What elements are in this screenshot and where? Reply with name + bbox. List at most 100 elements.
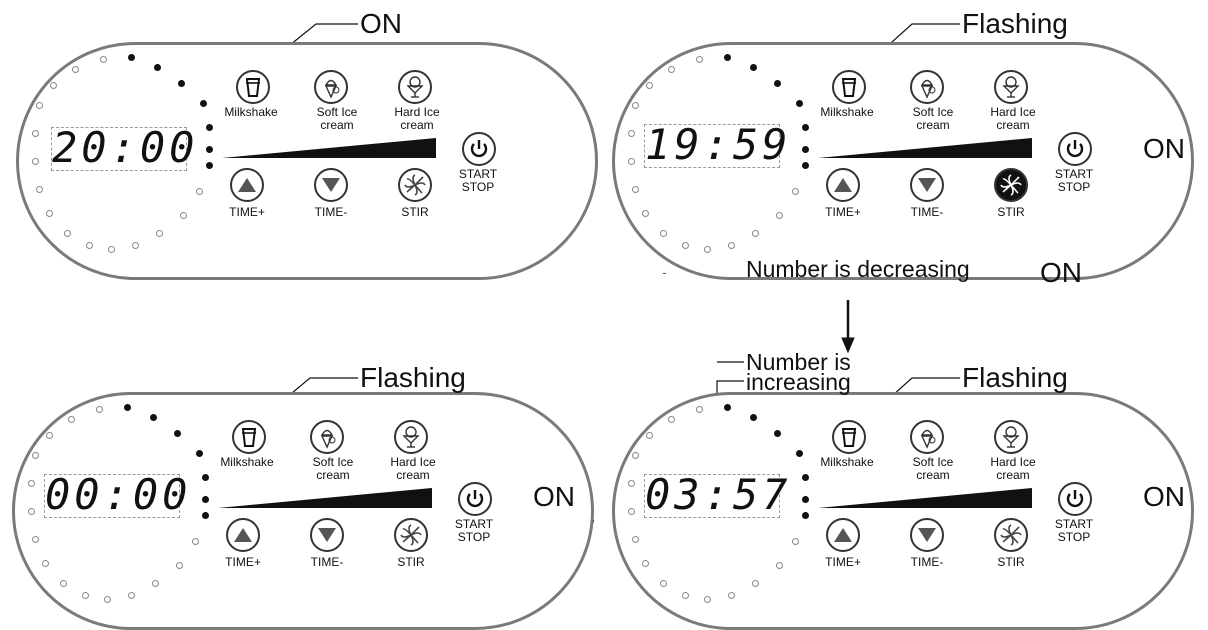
stray-dash: - [662,264,667,280]
indicator-dot-lit [724,404,731,411]
indicator-dot [646,432,653,439]
indicator-dot [64,230,71,237]
indicator-dot [156,230,163,237]
hard-ice-cream-button[interactable] [994,70,1028,104]
hard-ice-cream-button[interactable] [994,420,1028,454]
callout-flashing-p4: Flashing [962,362,1068,393]
indicator-dot [752,580,759,587]
level-indicator [218,488,432,508]
time-plus-button[interactable] [230,168,264,202]
indicator-dot [36,186,43,193]
time-minus-button[interactable] [314,168,348,202]
stir-button[interactable] [994,168,1028,202]
indicator-dot [696,56,703,63]
indicator-dot [696,406,703,413]
indicator-dot [46,210,53,217]
indicator-dot-lit [802,496,809,503]
indicator-dot-lit [774,430,781,437]
indicator-dot [660,580,667,587]
indicator-dot [100,56,107,63]
soft-ice-cream-button[interactable] [310,420,344,454]
callout-flashing-p2: Flashing [962,8,1068,39]
callout-on-start-p4: ON [1143,481,1185,512]
indicator-dot [642,560,649,567]
indicator-dot [632,186,639,193]
start-stop-button[interactable] [1058,132,1092,166]
indicator-dot-lit [128,54,135,61]
indicator-dot [132,242,139,249]
start-stop-button[interactable] [1058,482,1092,516]
indicator-dot [704,246,711,253]
indicator-dot-lit [196,450,203,457]
indicator-dot [28,508,35,515]
indicator-dot-lit [150,414,157,421]
time-plus-button[interactable] [826,518,860,552]
indicator-dot [792,188,799,195]
indicator-dot [668,66,675,73]
soft-ice-cream-button[interactable] [314,70,348,104]
indicator-dot [628,508,635,515]
time-plus-button[interactable] [826,168,860,202]
time-display: 19:59 [644,120,792,169]
start-stop-label: START STOP [1054,517,1094,544]
hard-ice-cream-label: Hard Ice cream [990,105,1036,132]
indicator-dot [682,242,689,249]
indicator-dot-lit [202,496,209,503]
milkshake-button[interactable] [236,70,270,104]
indicator-dot [628,130,635,137]
indicator-dot-lit [802,512,809,519]
control-panel-2 [612,42,1194,280]
indicator-dot-lit [174,430,181,437]
start-stop-label: START STOP [458,167,498,194]
indicator-dot [682,592,689,599]
indicator-dot [642,210,649,217]
time-display: 00:00 [44,470,192,519]
indicator-dot [632,452,639,459]
callout-number-decreasing: Number is decreasing [746,256,970,282]
indicator-dot-lit [200,100,207,107]
indicator-dot-lit [750,414,757,421]
start-stop-label: START STOP [1054,167,1094,194]
indicator-dot [46,432,53,439]
stir-label: STIR [397,555,425,569]
stir-button[interactable] [398,168,432,202]
time-minus-button[interactable] [310,518,344,552]
stir-button[interactable] [994,518,1028,552]
indicator-dot-lit [178,80,185,87]
soft-ice-cream-label: Soft Ice cream [316,105,358,132]
time-plus-label: TIME+ [225,555,261,569]
milkshake-button[interactable] [832,420,866,454]
time-display: 20:00 [51,123,199,172]
indicator-dot-lit [802,162,809,169]
time-plus-button[interactable] [226,518,260,552]
indicator-dot [32,452,39,459]
indicator-dot [660,230,667,237]
milkshake-label: Milkshake [820,105,874,119]
milkshake-label: Milkshake [224,105,278,119]
milkshake-button[interactable] [832,70,866,104]
milkshake-button[interactable] [232,420,266,454]
soft-ice-cream-button[interactable] [910,70,944,104]
indicator-dot [152,580,159,587]
callout-on-start-p2: ON [1143,133,1185,164]
hard-ice-cream-button[interactable] [398,70,432,104]
start-stop-label: START STOP [454,517,494,544]
indicator-dot [68,416,75,423]
time-minus-label: TIME- [910,555,944,569]
control-panel-1: 20:00 [16,42,598,280]
soft-ice-cream-button[interactable] [910,420,944,454]
hard-ice-cream-button[interactable] [394,420,428,454]
indicator-dot [752,230,759,237]
indicator-dot-lit [802,474,809,481]
indicator-dot-lit [202,512,209,519]
start-stop-button[interactable] [462,132,496,166]
start-stop-button[interactable] [458,482,492,516]
stir-label: STIR [997,205,1025,219]
stir-button[interactable] [394,518,428,552]
time-minus-button[interactable] [910,518,944,552]
callout-flashing-p3: Flashing [360,362,466,393]
indicator-dot [72,66,79,73]
time-minus-button[interactable] [910,168,944,202]
indicator-dot [32,536,39,543]
hard-ice-cream-label: Hard Ice cream [390,455,436,482]
